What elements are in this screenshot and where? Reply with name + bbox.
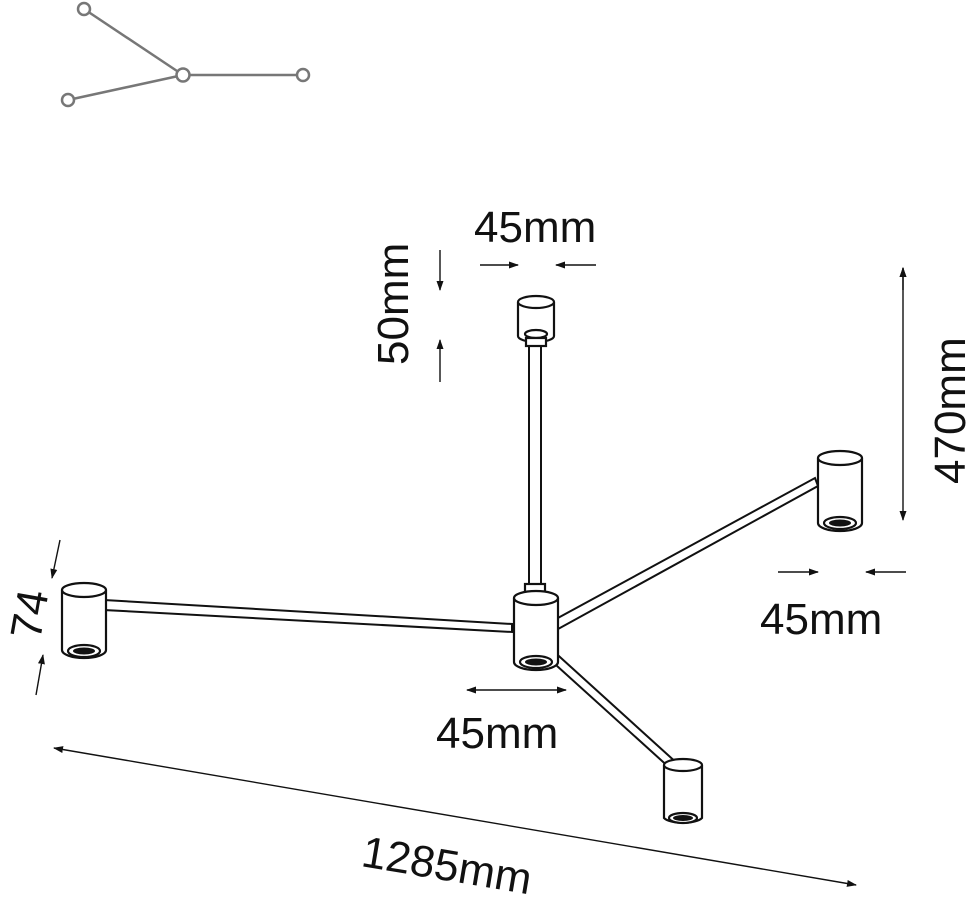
right-spot [816,449,864,533]
left-height-label: 74 [2,586,59,643]
vertical-stem [528,345,542,585]
lamp-arms [103,345,820,772]
central-hub [512,582,560,672]
right-width-label: 45mm [760,595,882,644]
height-label: 470mm [926,337,967,484]
top-height-label: 50mm [369,243,418,365]
left-arm [103,598,513,634]
top-width-label: 45mm [474,203,596,252]
branch-layout-icon [60,1,311,108]
left-spot [60,581,108,660]
center-width-label: 45mm [436,709,558,758]
ceiling-canopy [516,294,556,348]
bottom-spot [662,757,704,825]
bottom-arm [544,646,681,772]
span-label: 1285mm [358,828,535,905]
dimension-arrows [35,250,907,887]
